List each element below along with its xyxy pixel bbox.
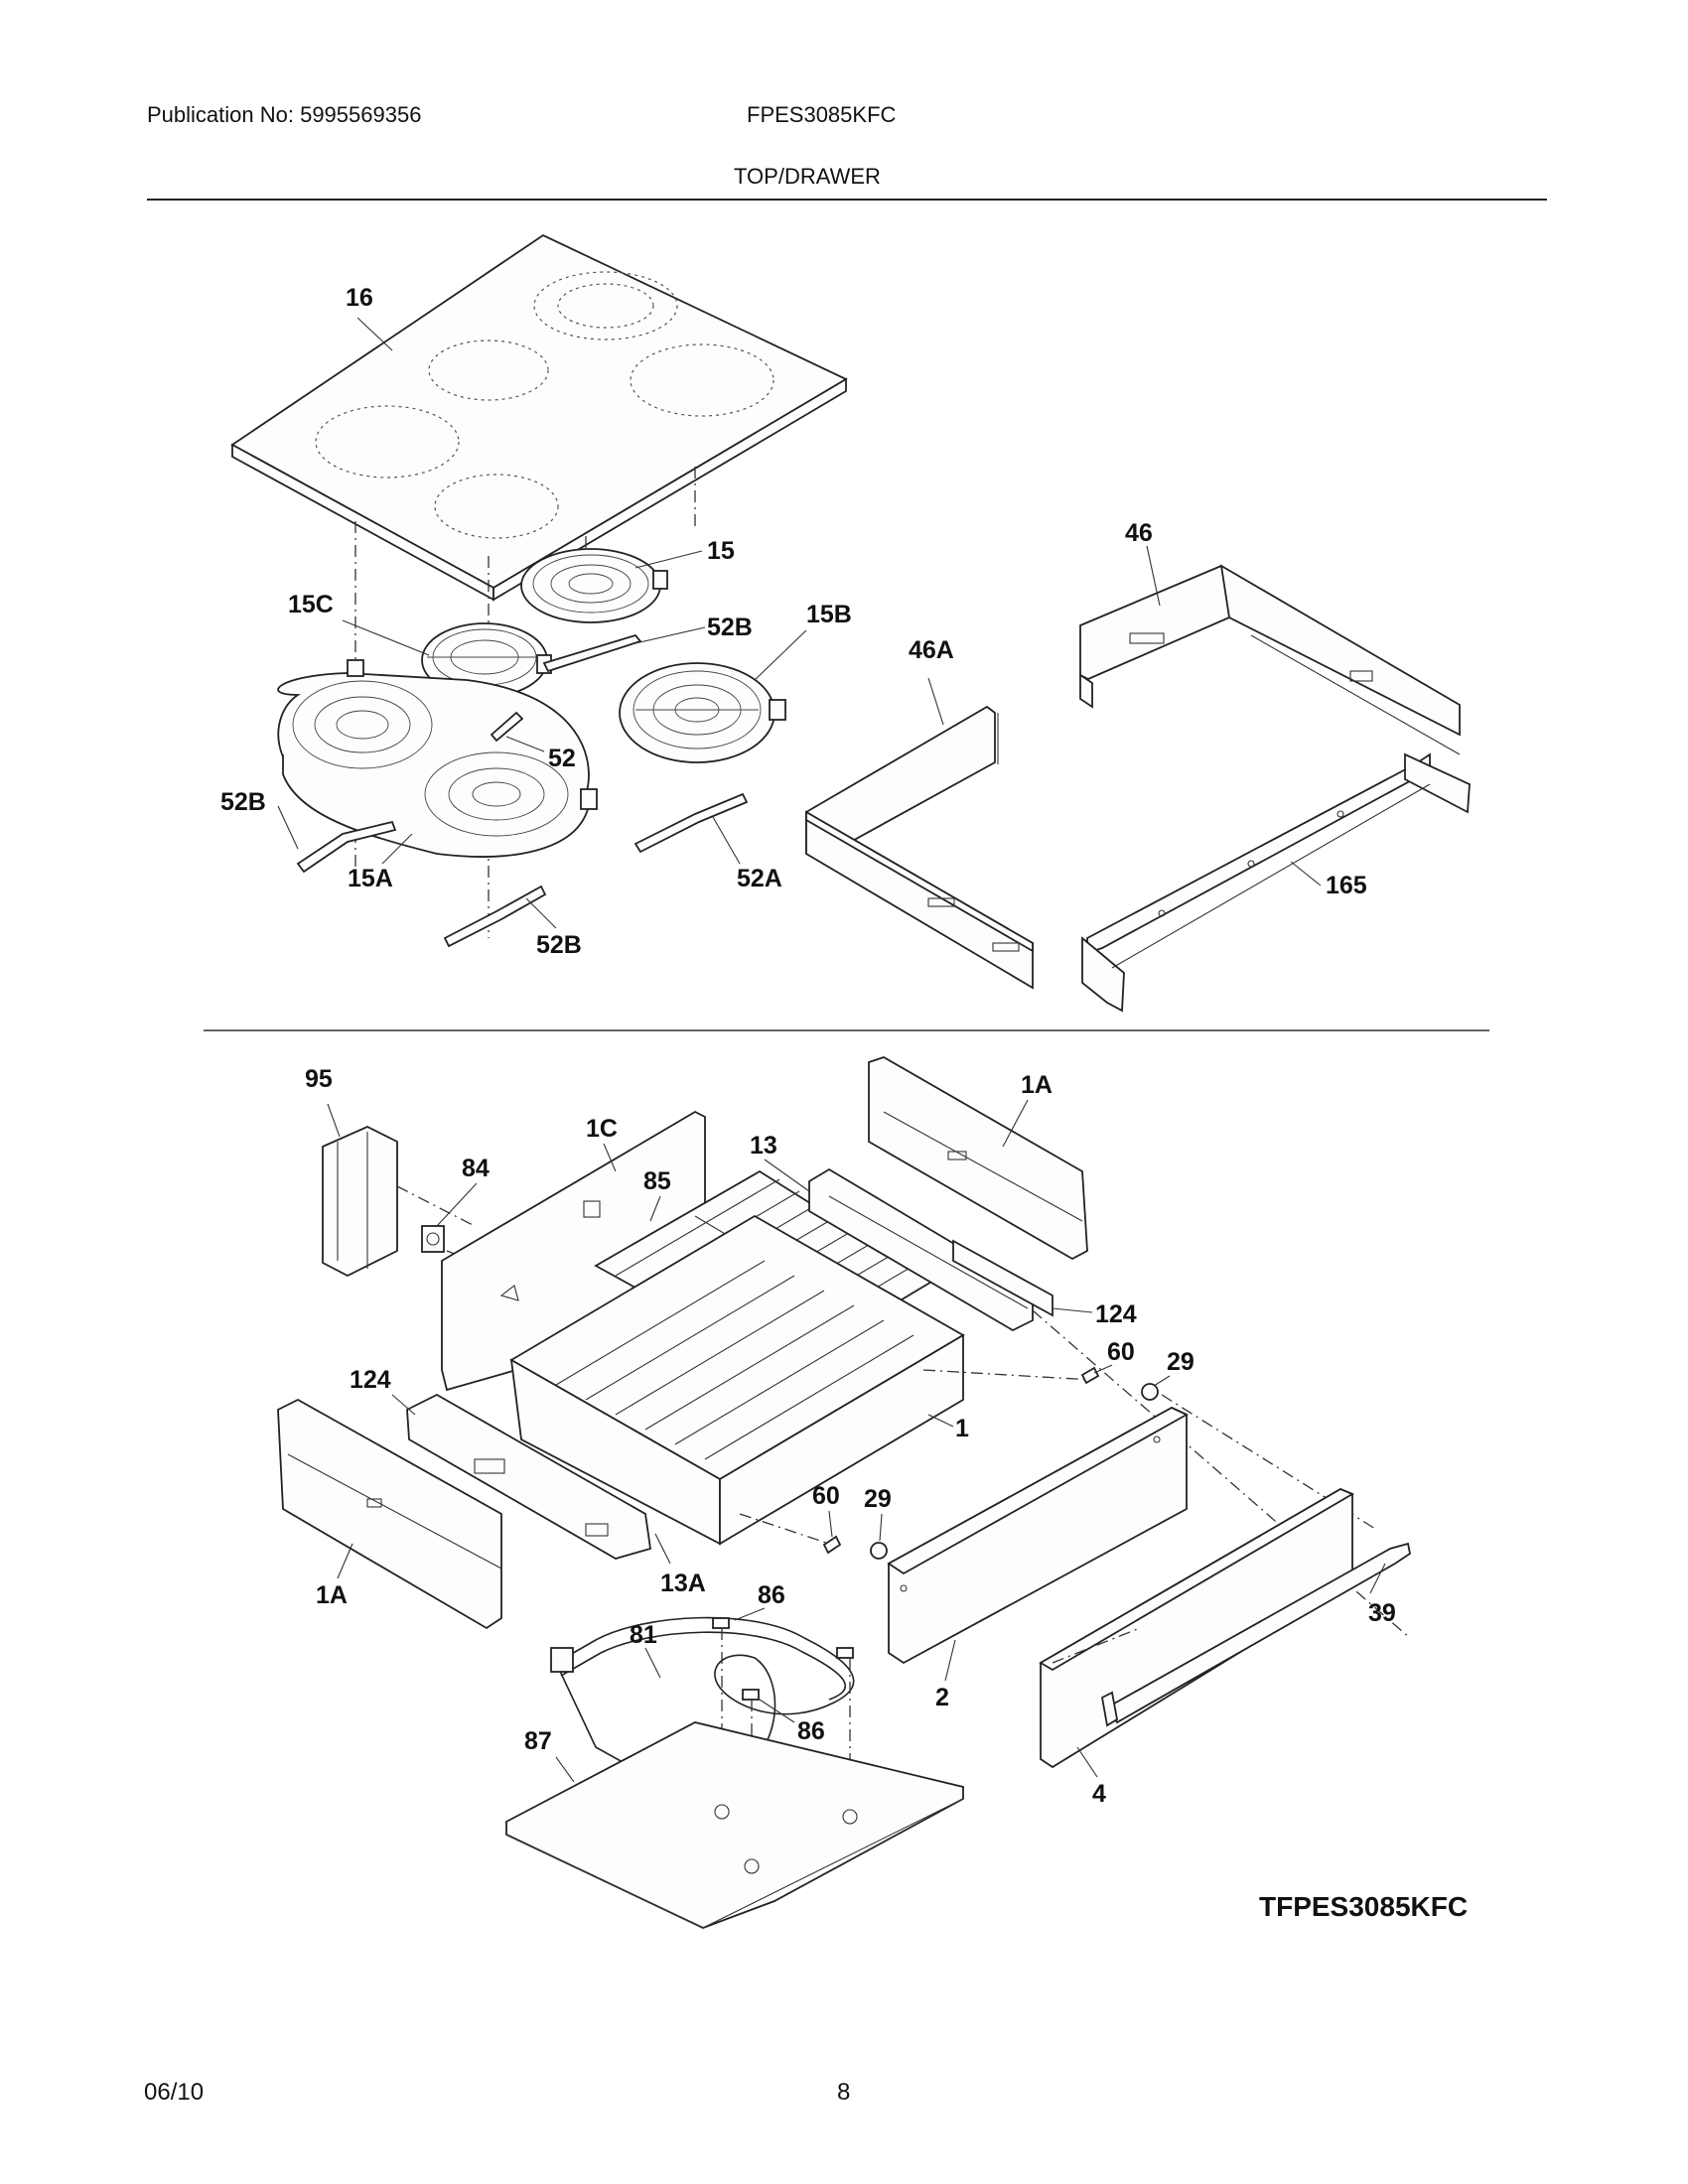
callout-87: 87: [524, 1727, 552, 1755]
side-panel-1a-left: [277, 1398, 502, 1630]
callout-13: 13: [750, 1132, 777, 1160]
callout-2: 2: [935, 1684, 949, 1711]
drawer-front-frame-2: [887, 1406, 1189, 1665]
callout-52: 52: [548, 745, 576, 772]
drawer-slide-13: [808, 1167, 1034, 1332]
element-clips-86: [712, 1617, 854, 1701]
callout-52a: 52A: [737, 865, 782, 892]
drawer-body-1: [509, 1214, 965, 1546]
drawer-handle-39: [1100, 1542, 1412, 1727]
callout-16: 16: [346, 284, 373, 312]
side-trim-165: [1081, 752, 1471, 1013]
callout-15b: 15B: [806, 601, 852, 628]
slide-rail-124-left: [406, 1393, 652, 1560]
publication-number: Publication No: 5995569356: [147, 102, 422, 127]
page-number: 8: [837, 2079, 851, 2106]
radiant-element-15a-bridge: [277, 659, 598, 858]
callout-52b-bottom: 52B: [536, 931, 582, 959]
cooktop-glass-part: [230, 233, 848, 602]
insulation-block-95: [322, 1126, 398, 1278]
leader-lines-bottom: [327, 1099, 1386, 1783]
callout-46a: 46A: [909, 636, 954, 664]
callout-52b-top: 52B: [707, 614, 753, 641]
fasteners-middle: [822, 1535, 888, 1560]
bake-element-81: [550, 1616, 855, 1798]
leader-lines-top-right: [927, 545, 1322, 887]
radiant-element-15: [520, 548, 668, 623]
callout-1: 1: [955, 1415, 969, 1442]
side-trim-46a: [805, 705, 1034, 990]
diagram-code: TFPES3085KFC: [1259, 1891, 1468, 1922]
section-title: TOP/DRAWER: [734, 164, 881, 189]
callout-52b-left: 52B: [220, 788, 266, 816]
slide-rail-124-right: [952, 1239, 1054, 1317]
callout-86-bottom: 86: [797, 1717, 825, 1745]
callout-1a-left: 1A: [316, 1581, 348, 1609]
header-rule: [147, 199, 1547, 201]
side-panel-1a-right: [868, 1056, 1088, 1261]
callout-124-left: 124: [350, 1366, 391, 1394]
callout-85: 85: [643, 1167, 671, 1195]
callout-124-right: 124: [1095, 1300, 1137, 1328]
callout-86-top: 86: [758, 1581, 785, 1609]
callout-29-right: 29: [1167, 1348, 1195, 1376]
radiant-element-15b: [619, 662, 786, 763]
callout-13a: 13A: [660, 1570, 706, 1597]
leader-lines-top: [277, 317, 807, 929]
callout-60-mid: 60: [812, 1482, 840, 1510]
callout-29-mid: 29: [864, 1485, 892, 1513]
model-number: FPES3085KFC: [747, 102, 897, 127]
callout-46: 46: [1125, 519, 1153, 547]
element-brackets: [296, 633, 749, 948]
callout-4: 4: [1092, 1780, 1106, 1808]
rear-trim-46: [1079, 564, 1461, 755]
fasteners-right: [1080, 1366, 1159, 1401]
callout-95: 95: [305, 1065, 333, 1093]
callout-165: 165: [1326, 872, 1367, 899]
callout-labels: 16 15 15C 52B 15B 52 52B 15A 52A 52B 46 …: [220, 284, 1396, 1808]
callout-39: 39: [1368, 1599, 1396, 1627]
bottom-panel-87: [505, 1721, 964, 1929]
callout-81: 81: [630, 1621, 657, 1649]
callout-84: 84: [462, 1155, 490, 1182]
callout-15: 15: [707, 537, 735, 565]
callout-1a-top: 1A: [1021, 1071, 1053, 1099]
callout-1c: 1C: [586, 1115, 618, 1143]
callout-15c: 15C: [288, 591, 334, 618]
callout-15a: 15A: [348, 865, 393, 892]
publication-date: 06/10: [144, 2079, 205, 2106]
callout-60-right: 60: [1107, 1338, 1135, 1366]
switch-84: [421, 1225, 445, 1253]
